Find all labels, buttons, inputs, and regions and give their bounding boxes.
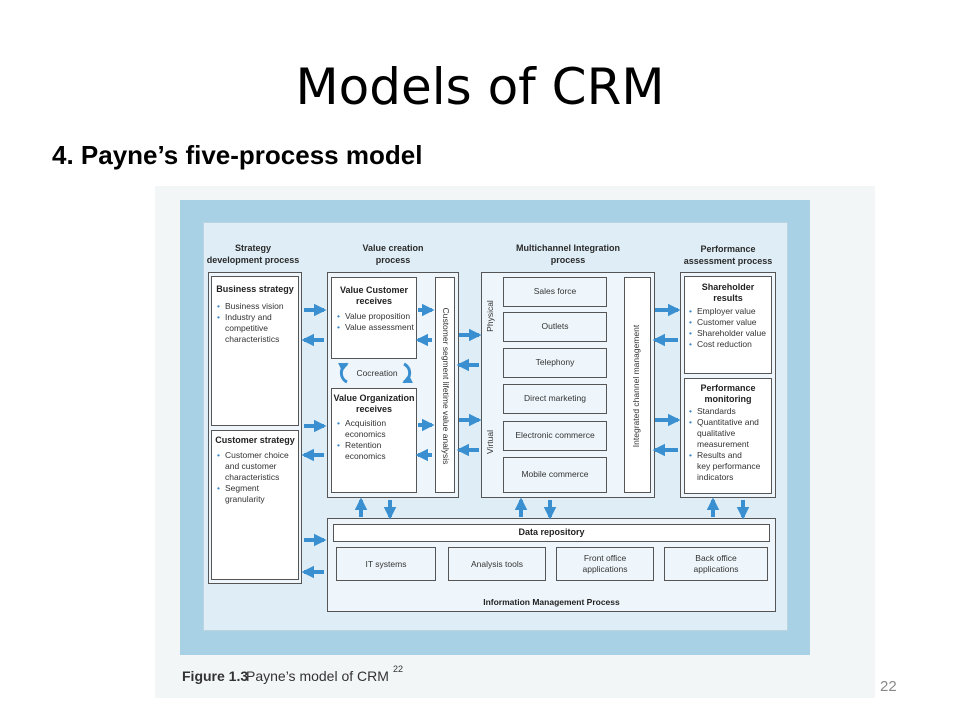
- performance-monitoring-list: Standards Quantitative andqualitativemea…: [689, 406, 760, 483]
- figure-caption-label: Figure 1.3: [182, 668, 249, 684]
- business-strategy-title: Business strategy: [216, 284, 294, 294]
- channel-sales-force: Sales force: [503, 277, 607, 307]
- channel-outlets: Outlets: [503, 312, 607, 342]
- data-repository-bar: Data repository: [333, 524, 770, 542]
- system-back-office: Back office applications: [664, 547, 768, 581]
- cocreation-arrow-right: [402, 362, 414, 384]
- slide-subtitle: 4. Payne’s five-process model: [52, 140, 423, 170]
- cocreation-arrow-left: [337, 362, 349, 384]
- channel-direct-marketing: Direct marketing: [503, 384, 607, 414]
- figure-caption-superscript: 22: [393, 664, 404, 674]
- system-it-systems: IT systems: [336, 547, 436, 581]
- business-strategy-list: Business vision Industry andcompetitivec…: [217, 301, 284, 345]
- segment-lifetime-bar: [435, 277, 455, 493]
- business-strategy-box: Business strategy Business vision Indust…: [211, 276, 299, 426]
- cocreation-label: Cocreation: [356, 368, 398, 378]
- integrated-channel-bar: [624, 277, 651, 493]
- customer-strategy-title: Customer strategy: [215, 435, 295, 445]
- system-analysis-tools: Analysis tools: [448, 547, 546, 581]
- value-customer-list: Value proposition Value assessment: [337, 311, 414, 333]
- system-front-office: Front office applications: [556, 547, 654, 581]
- page-number: 22: [880, 678, 897, 695]
- channel-electronic-commerce: Electronic commerce: [503, 421, 607, 451]
- channel-mobile-commerce: Mobile commerce: [503, 457, 607, 493]
- figure-caption-text: Payne’s model of CRM: [246, 668, 389, 684]
- slide-title: Models of CRM: [295, 58, 665, 116]
- information-management-label: Information Management Process: [483, 597, 620, 607]
- channel-telephony: Telephony: [503, 348, 607, 378]
- shareholder-results-list: Employer value Customer value Shareholde…: [689, 306, 766, 350]
